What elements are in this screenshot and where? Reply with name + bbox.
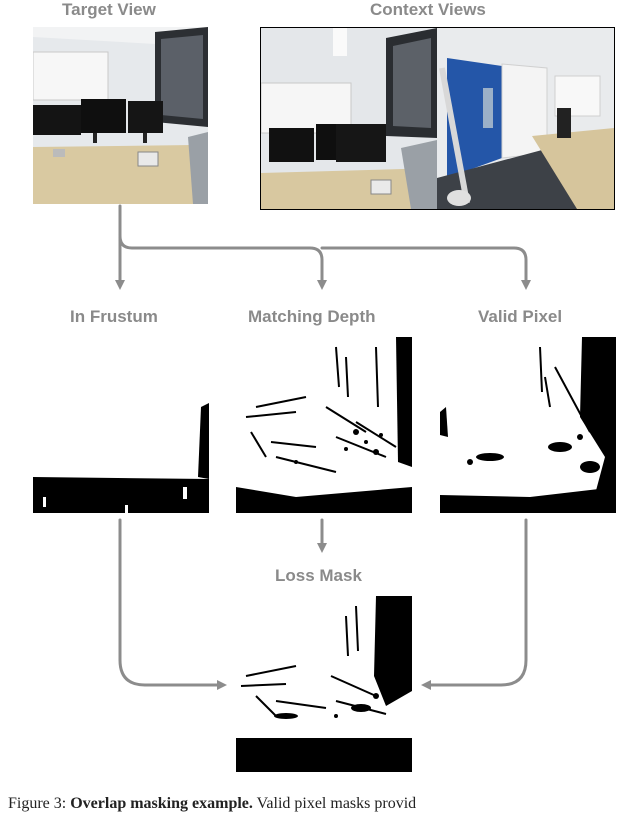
context-views-label: Context Views	[370, 0, 486, 19]
context-view-image-1	[260, 27, 437, 210]
caption-rest: Valid pixel masks provid	[256, 795, 417, 812]
loss-mask-label: Loss Mask	[275, 566, 362, 585]
arrow-target-to-valid-pixel	[320, 246, 531, 290]
arrow-valid-pixel-to-loss-mask	[421, 518, 528, 690]
matching-depth-label: Matching Depth	[248, 307, 376, 326]
valid-pixel-mask	[440, 337, 616, 513]
loss-mask-image	[236, 596, 412, 772]
target-view-label: Target View	[62, 0, 156, 19]
in-frustum-mask	[33, 337, 209, 513]
valid-pixel-label: Valid Pixel	[478, 307, 563, 326]
figure-caption: Figure 3: Overlap masking example. Valid…	[8, 795, 416, 813]
caption-bold: Overlap masking example.	[70, 795, 253, 812]
in-frustum-label: In Frustum	[70, 307, 158, 326]
arrow-in-frustum-to-loss-mask	[118, 518, 227, 690]
matching-depth-mask	[236, 337, 412, 513]
context-view-image-2	[437, 27, 615, 210]
arrow-target-to-matching-depth	[118, 234, 327, 290]
target-view-image	[33, 27, 208, 204]
caption-prefix: Figure 3:	[8, 795, 67, 812]
